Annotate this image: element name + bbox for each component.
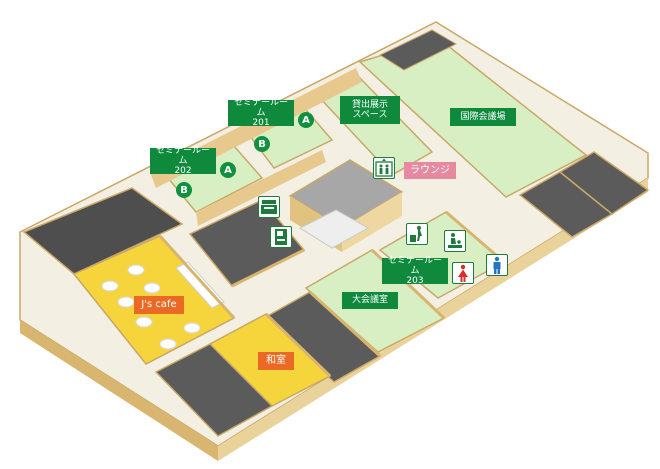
label-lounge[interactable]: ラウンジ xyxy=(404,162,456,179)
cafe-table xyxy=(135,316,153,328)
label-rental-exhibit[interactable]: 貸出展示 スペース xyxy=(340,96,400,124)
vending-machine-icon xyxy=(270,226,292,248)
cafe-table xyxy=(127,264,145,276)
corridor-wall-mid xyxy=(196,150,326,226)
cafe-tables xyxy=(101,264,201,350)
door-b-202: B xyxy=(176,182,192,198)
storage-left-a xyxy=(22,187,184,275)
wall-line xyxy=(231,248,305,288)
mens-restroom-icon xyxy=(486,254,508,276)
front-wall-left xyxy=(20,320,218,461)
cafe-table xyxy=(101,280,119,292)
wall-line xyxy=(308,290,382,358)
label-seminar-203[interactable]: セミナールーム 203 xyxy=(382,256,448,286)
baby-changing-icon xyxy=(444,230,466,252)
cafe-table xyxy=(117,296,135,308)
label-international-hall[interactable]: 国際会議場 xyxy=(450,108,516,126)
elevator-icon xyxy=(373,157,395,179)
cafe-table xyxy=(159,338,177,350)
stairs xyxy=(298,209,370,249)
storage-right-b xyxy=(558,151,650,215)
cafe-table xyxy=(183,322,201,334)
door-a-202: A xyxy=(220,162,236,178)
trash-icon xyxy=(406,223,428,245)
label-japanese-room[interactable]: 和室 xyxy=(258,352,294,370)
womens-restroom-icon xyxy=(452,262,474,284)
label-large-conference[interactable]: 大会議室 xyxy=(342,292,398,309)
label-js-cafe[interactable]: J's cafe xyxy=(134,296,184,314)
copier-icon xyxy=(258,196,280,218)
lounge-block-right xyxy=(342,192,402,252)
storage-top xyxy=(378,29,458,71)
wall-line xyxy=(158,234,236,320)
label-seminar-201[interactable]: セミナールーム 201 xyxy=(228,98,294,128)
storage-bottom xyxy=(154,343,274,437)
label-seminar-202[interactable]: セミナールーム 202 xyxy=(150,146,216,176)
cafe-table xyxy=(143,282,161,294)
door-a-201: A xyxy=(298,112,314,128)
wall-line xyxy=(264,312,332,378)
door-b-201: B xyxy=(254,136,270,152)
wall-line xyxy=(445,210,505,264)
